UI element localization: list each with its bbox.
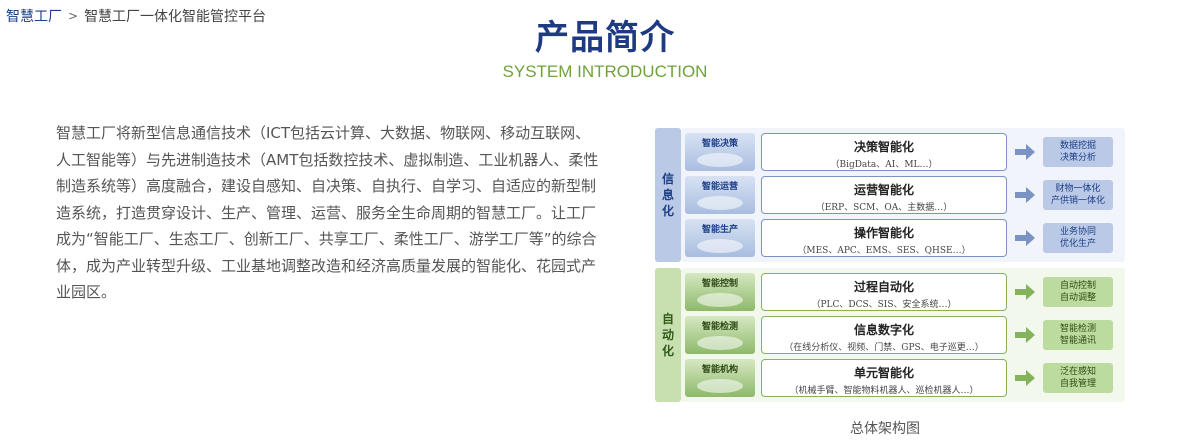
row-main-box: 操作智能化 （MES、APC、EMS、SES、QHSE…） <box>761 219 1007 257</box>
factory-graphic-icon <box>697 293 743 307</box>
thumb-image: 智能运营 <box>685 176 755 214</box>
row-main-box: 运营智能化 （ERP、SCM、OA、主数据…） <box>761 176 1007 214</box>
diagram-row-mechanism: 智能机构 单元智能化 （机械手臂、智能物料机器人、巡检机器人…） 泛在感知 自我… <box>685 357 1125 399</box>
breadcrumb-separator: > <box>68 9 79 23</box>
gear-graphic-icon <box>697 196 743 210</box>
group-label-informatization: 信 息 化 <box>655 128 681 262</box>
thumb-image: 智能生产 <box>685 219 755 257</box>
diagram-caption: 总体架构图 <box>850 421 920 437</box>
diagram-row-decision: 智能决策 决策智能化 （BigData、AI、ML…） 数据挖掘 决策分析 <box>685 131 1125 173</box>
row-output-box: 财物一体化 产供销一体化 <box>1043 180 1113 210</box>
row-main-box: 过程自动化 （PLC、DCS、SIS、安全系统…） <box>761 273 1007 311</box>
arrow-right-icon <box>1015 187 1035 203</box>
page-subtitle: SYSTEM INTRODUCTION <box>502 62 708 81</box>
row-output-box: 泛在感知 自我管理 <box>1043 363 1113 393</box>
network-graphic-icon <box>697 239 743 253</box>
diagram-row-detection: 智能检测 信息数字化 （在线分析仪、视频、门禁、GPS、电子巡更…） 智能检测 … <box>685 314 1125 356</box>
diagram-row-control: 智能控制 过程自动化 （PLC、DCS、SIS、安全系统…） 自动控制 自动调整 <box>685 271 1125 313</box>
page-title: 产品简介 <box>535 18 675 58</box>
arrow-right-icon <box>1015 284 1035 300</box>
group-informatization: 信 息 化 智能决策 决策智能化 （BigData、AI、ML…） 数据挖掘 决… <box>655 128 1125 262</box>
arrow-right-icon <box>1015 230 1035 246</box>
row-output-box: 智能检测 智能通讯 <box>1043 320 1113 350</box>
row-main-box: 单元智能化 （机械手臂、智能物料机器人、巡检机器人…） <box>761 359 1007 397</box>
group-label-automation: 自 动 化 <box>655 268 681 402</box>
diagram-row-operation: 智能运营 运营智能化 （ERP、SCM、OA、主数据…） 财物一体化 产供销一体… <box>685 174 1125 216</box>
chart-graphic-icon <box>697 153 743 167</box>
arrow-right-icon <box>1015 144 1035 160</box>
row-main-box: 信息数字化 （在线分析仪、视频、门禁、GPS、电子巡更…） <box>761 316 1007 354</box>
row-output-box: 数据挖掘 决策分析 <box>1043 137 1113 167</box>
breadcrumb: 智慧工厂 > 智慧工厂一体化智能管控平台 <box>6 6 266 26</box>
breadcrumb-home-link[interactable]: 智慧工厂 <box>6 9 62 25</box>
row-output-box: 业务协同 优化生产 <box>1043 223 1113 253</box>
arrow-right-icon <box>1015 327 1035 343</box>
architecture-diagram: 信 息 化 智能决策 决策智能化 （BigData、AI、ML…） 数据挖掘 决… <box>655 128 1125 402</box>
thumb-image: 智能控制 <box>685 273 755 311</box>
robot-arm-graphic-icon <box>697 379 743 393</box>
thumb-image: 智能决策 <box>685 133 755 171</box>
sensor-graphic-icon <box>697 336 743 350</box>
breadcrumb-current: 智慧工厂一体化智能管控平台 <box>84 9 267 25</box>
thumb-image: 智能检测 <box>685 316 755 354</box>
row-main-box: 决策智能化 （BigData、AI、ML…） <box>761 133 1007 171</box>
arrow-right-icon <box>1015 370 1035 386</box>
row-output-box: 自动控制 自动调整 <box>1043 277 1113 307</box>
intro-paragraph: 智慧工厂将新型信息通信技术（ICT包括云计算、大数据、物联网、移动互联网、人工智… <box>56 124 599 301</box>
diagram-row-production: 智能生产 操作智能化 （MES、APC、EMS、SES、QHSE…） 业务协同 … <box>685 217 1125 259</box>
thumb-image: 智能机构 <box>685 359 755 397</box>
group-automation: 自 动 化 智能控制 过程自动化 （PLC、DCS、SIS、安全系统…） 自动控… <box>655 268 1125 402</box>
